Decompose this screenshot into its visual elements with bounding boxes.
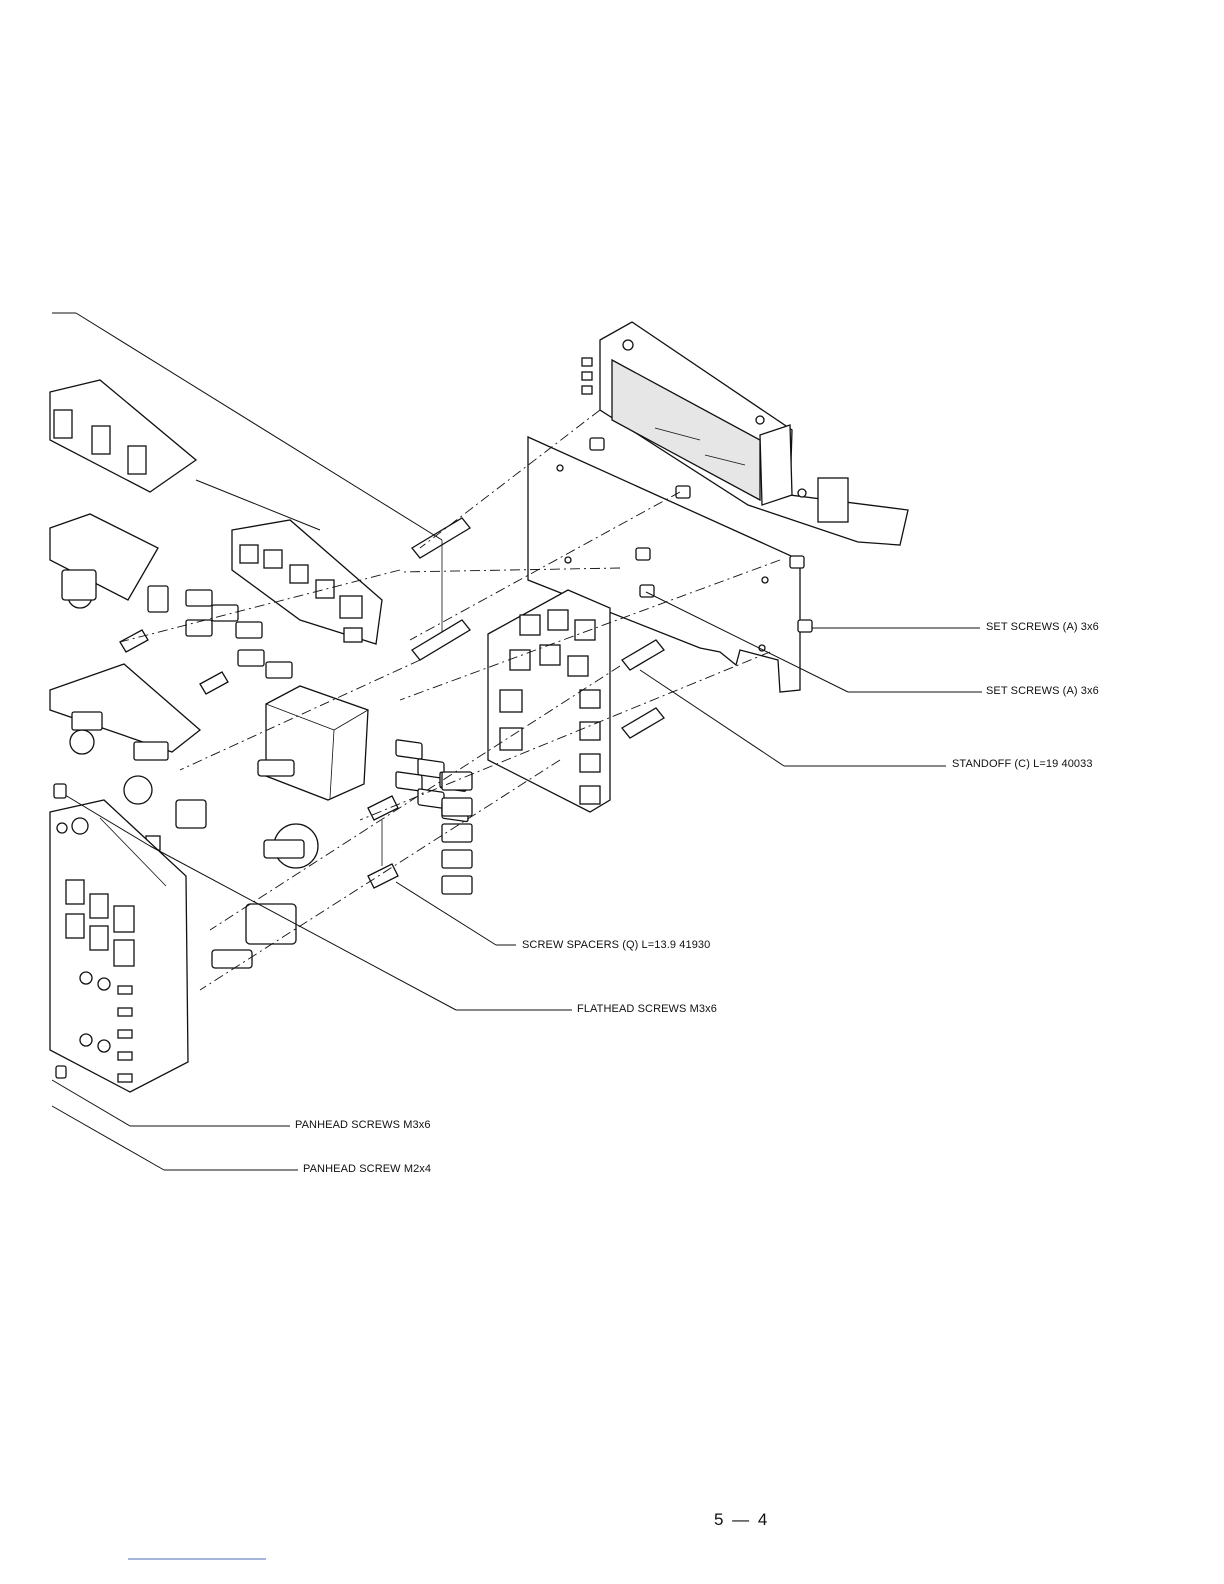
callout-standoff: STANDOFF (C) L=19 40033 [952, 758, 1093, 770]
left-upper-board [50, 380, 196, 492]
switch-board [488, 590, 610, 812]
left-box [50, 514, 158, 608]
callout-panhead-screw: PANHEAD SCREW M2x4 [303, 1163, 431, 1175]
page-number: 5 — 4 [714, 1510, 769, 1530]
left-pcb-strip [50, 664, 200, 804]
callout-screw-spacers: SCREW SPACERS (Q) L=13.9 41930 [522, 939, 710, 951]
callout-set-screws-lower: SET SCREWS (A) 3x6 [986, 685, 1099, 697]
callout-set-screws-upper: SET SCREWS (A) 3x6 [986, 621, 1099, 633]
callout-panhead-screws: PANHEAD SCREWS M3x6 [295, 1119, 431, 1131]
front-panel [50, 800, 188, 1092]
callout-flathead-screws: FLATHEAD SCREWS M3x6 [577, 1003, 717, 1015]
screw-spacers [368, 796, 398, 888]
potentiometer-box [258, 686, 368, 800]
